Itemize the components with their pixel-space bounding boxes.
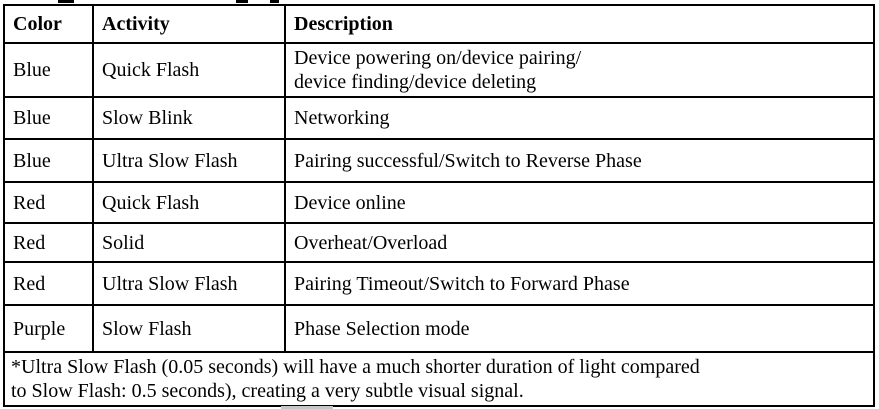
table-header-row: Color Activity Description [3,4,875,44]
cell-color: Blue [3,96,94,140]
table-row: Red Quick Flash Device online [3,181,875,224]
cell-activity: Slow Blink [92,96,286,140]
table-row: Blue Quick Flash Device powering on/devi… [3,42,875,98]
cell-activity: Ultra Slow Flash [92,138,286,183]
cell-activity: Ultra Slow Flash [92,261,286,306]
cell-description: Device powering on/device pairing/ devic… [284,42,875,98]
cell-color: Red [3,222,94,263]
header-color: Color [3,4,94,44]
cell-activity: Quick Flash [92,181,286,224]
header-description: Description [284,4,875,44]
table-row: Purple Slow Flash Phase Selection mode [3,304,875,353]
table-row: Blue Ultra Slow Flash Pairing successful… [3,138,875,183]
cell-description: Pairing Timeout/Switch to Forward Phase [284,261,875,306]
cropped-text-artifact [58,0,74,3]
cell-color: Blue [3,138,94,183]
cell-description: Device online [284,181,875,224]
table-row: Blue Slow Blink Networking [3,96,875,140]
cell-color: Blue [3,42,94,98]
header-activity: Activity [92,4,286,44]
table-footnote: *Ultra Slow Flash (0.05 seconds) will ha… [3,351,875,407]
cell-description: Phase Selection mode [284,304,875,353]
cell-color: Red [3,261,94,306]
cell-description: Pairing successful/Switch to Reverse Pha… [284,138,875,183]
table-row: Red Solid Overheat/Overload [3,222,875,263]
cell-activity: Quick Flash [92,42,286,98]
cell-description: Networking [284,96,875,140]
cropped-text-artifact [270,0,279,3]
cell-description: Overheat/Overload [284,222,875,263]
led-indicator-table: Color Activity Description Blue Quick Fl… [3,4,875,407]
cell-color: Red [3,181,94,224]
cell-color: Purple [3,304,94,353]
cell-activity: Slow Flash [92,304,286,353]
table-row: Red Ultra Slow Flash Pairing Timeout/Swi… [3,261,875,306]
table-footnote-row: *Ultra Slow Flash (0.05 seconds) will ha… [3,351,875,407]
cropped-text-artifact [281,406,333,409]
cell-activity: Solid [92,222,286,263]
cropped-text-artifact [236,0,248,3]
